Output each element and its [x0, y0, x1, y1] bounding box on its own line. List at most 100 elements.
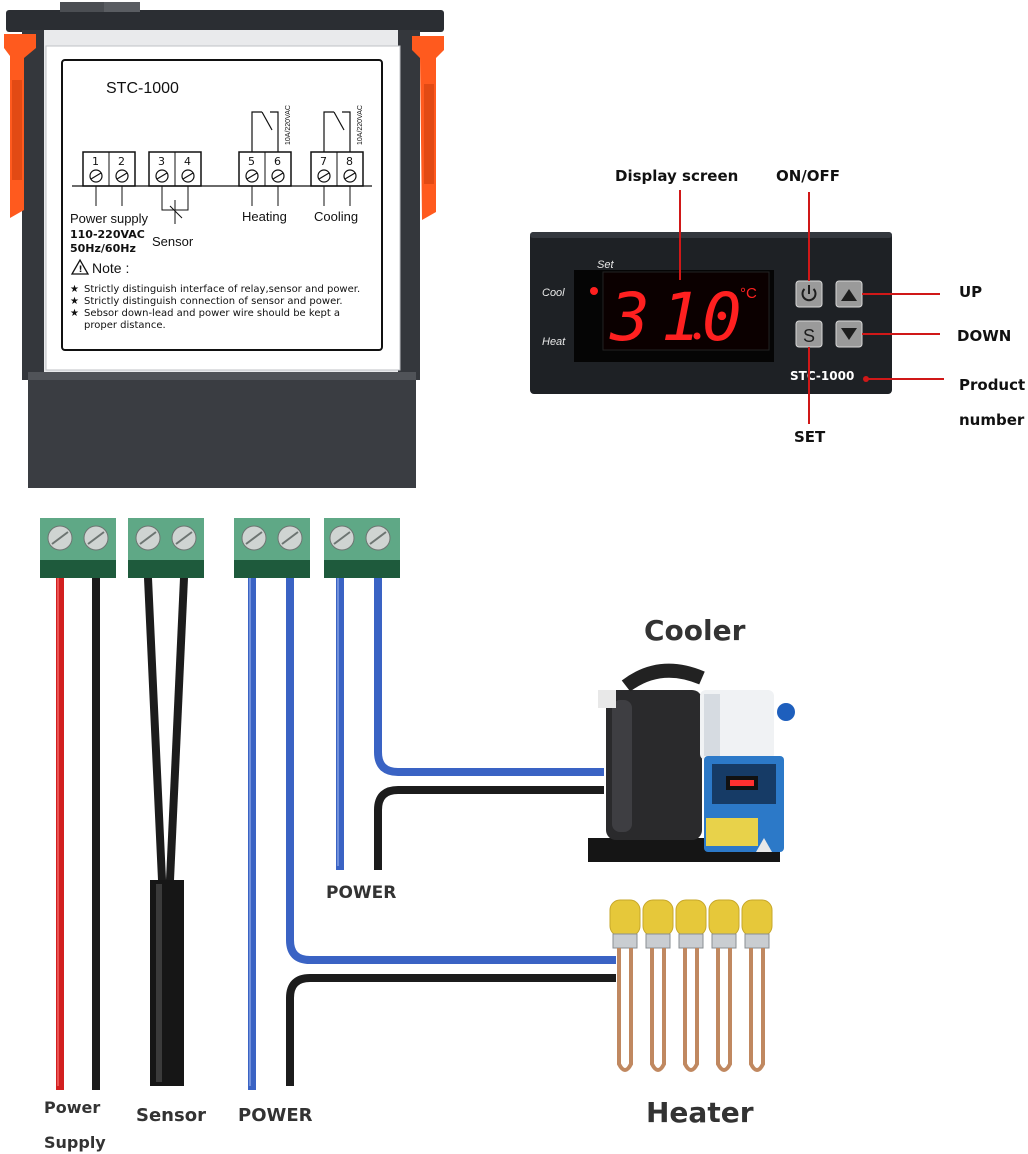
back-model-label: STC-1000	[106, 80, 179, 97]
on-off-callout: ON/OFF	[776, 167, 840, 185]
frequency-label: 50Hz/60Hz	[70, 242, 136, 255]
terminal-connector-cooling[interactable]	[324, 518, 400, 578]
heater-element-rod	[617, 948, 633, 1072]
controller-top-tab	[60, 2, 110, 12]
power-lead-stub	[95, 186, 123, 206]
terminal-number: 5	[248, 155, 255, 168]
heater-collar	[645, 933, 671, 949]
terminal-screw-icon	[181, 169, 195, 183]
relay-schematic-heating	[251, 111, 279, 152]
terminal-base	[324, 560, 400, 578]
heater-collar	[711, 933, 737, 949]
terminal-screw-icon	[317, 169, 331, 183]
sensor-probe-shine	[156, 884, 162, 1082]
orange-mounting-clip-left[interactable]	[4, 34, 36, 218]
relay-rating-cooling: 10A/220VAC	[357, 105, 364, 145]
display-unit: °C	[740, 285, 757, 302]
terminal-screw-icon	[155, 169, 169, 183]
up-callout: UP	[959, 283, 982, 301]
cooler-tank-shade	[704, 694, 720, 756]
terminal-screw-icon	[343, 169, 357, 183]
heater-collar	[744, 933, 770, 949]
display-screen-callout: Display screen	[615, 167, 738, 185]
up-button[interactable]	[835, 280, 863, 308]
callout-dot	[863, 376, 869, 382]
note-line: Strictly distinguish interface of relay,…	[84, 284, 360, 295]
controller-top-tab	[104, 2, 140, 12]
cooler-unit-image	[588, 663, 795, 862]
screw-slot	[245, 531, 299, 545]
wire-heater-black	[286, 974, 616, 1086]
screw-slot	[51, 531, 105, 545]
product-number-callout-line1: Product	[959, 376, 1025, 394]
orange-mounting-clip-right[interactable]	[412, 36, 444, 220]
heater-cap	[609, 899, 641, 937]
set-indicator-label: Set	[597, 259, 614, 271]
screw-slot	[333, 531, 387, 545]
voltage-label: 110-220VAC	[70, 228, 145, 241]
terminal-number: 1	[92, 155, 99, 168]
controller-lower-housing	[28, 372, 416, 488]
product-number-callout-line2: number	[959, 411, 1025, 429]
heater-element-rod	[716, 948, 732, 1072]
power-icon	[801, 288, 817, 302]
cooler-power-label: POWER	[326, 883, 396, 903]
display-screen	[602, 271, 770, 351]
display-digit: 3	[609, 279, 650, 356]
wire-sensor-b	[165, 573, 189, 885]
note-star-icon: ★	[70, 284, 79, 295]
screw-slot	[139, 531, 193, 545]
back-label-sticker	[45, 45, 401, 371]
note-star-icon: ★	[70, 296, 79, 307]
terminal-connector-heating[interactable]	[234, 518, 310, 578]
heater-power-label: POWER	[238, 1105, 313, 1126]
power-supply-label: Power supply	[70, 211, 149, 226]
cooler-warning-icon	[756, 838, 772, 852]
terminal-connector-sensor[interactable]	[128, 518, 204, 578]
set-indicator-led	[590, 287, 598, 295]
cooler-warning-label	[706, 818, 758, 846]
heater-element-rod	[650, 948, 666, 1072]
heater-elements-image	[609, 899, 773, 1072]
note-title: Note :	[92, 260, 129, 276]
heater-cap	[642, 899, 674, 937]
power-supply-line2: Supply	[44, 1133, 106, 1152]
terminal-screw-icon	[271, 169, 285, 183]
controller-front-panel: Set Cool Heat 3 1 0 °C S	[530, 232, 892, 394]
sensor-terminal-label: Sensor	[152, 234, 194, 249]
heater-collar	[612, 933, 638, 949]
cooling-terminal-label: Cooling	[314, 209, 358, 224]
terminal-screw-slot	[90, 172, 356, 180]
display-digit: 0	[702, 279, 742, 356]
power-button[interactable]	[795, 280, 823, 308]
heat-indicator-label: Heat	[542, 336, 566, 348]
display-digit: 1	[661, 279, 701, 356]
front-model-label: STC-1000	[790, 369, 854, 383]
cooler-fitting	[777, 703, 795, 721]
back-label-frame	[61, 59, 383, 351]
down-button[interactable]	[835, 320, 863, 348]
cooler-title: Cooler	[644, 614, 746, 647]
controller-top-bezel	[6, 10, 444, 32]
relay-schematic-cooling	[323, 111, 351, 152]
cooler-compressor-shine	[612, 700, 632, 832]
terminal-number: 3	[158, 155, 165, 168]
terminal-screw-icon	[89, 169, 103, 183]
terminal-base	[234, 560, 310, 578]
clip-shade	[424, 84, 434, 184]
terminal-number: 4	[184, 155, 191, 168]
set-button[interactable]: S	[795, 320, 823, 348]
controller-back: STC-1000 1 2 3 4 5 6 7 8	[4, 2, 444, 488]
heater-cap	[675, 899, 707, 937]
power-supply-line1: Power	[44, 1098, 100, 1117]
cool-indicator-label: Cool	[542, 287, 565, 299]
sensor-probe	[150, 880, 184, 1086]
wire-sensor-a	[143, 573, 167, 885]
terminal-number: 8	[346, 155, 353, 168]
controller-lower-edge	[28, 372, 416, 380]
terminal-connector-power-supply[interactable]	[40, 518, 116, 578]
set-callout: SET	[794, 428, 826, 446]
set-button-label: S	[803, 326, 815, 346]
cooler-pipe	[621, 663, 705, 692]
